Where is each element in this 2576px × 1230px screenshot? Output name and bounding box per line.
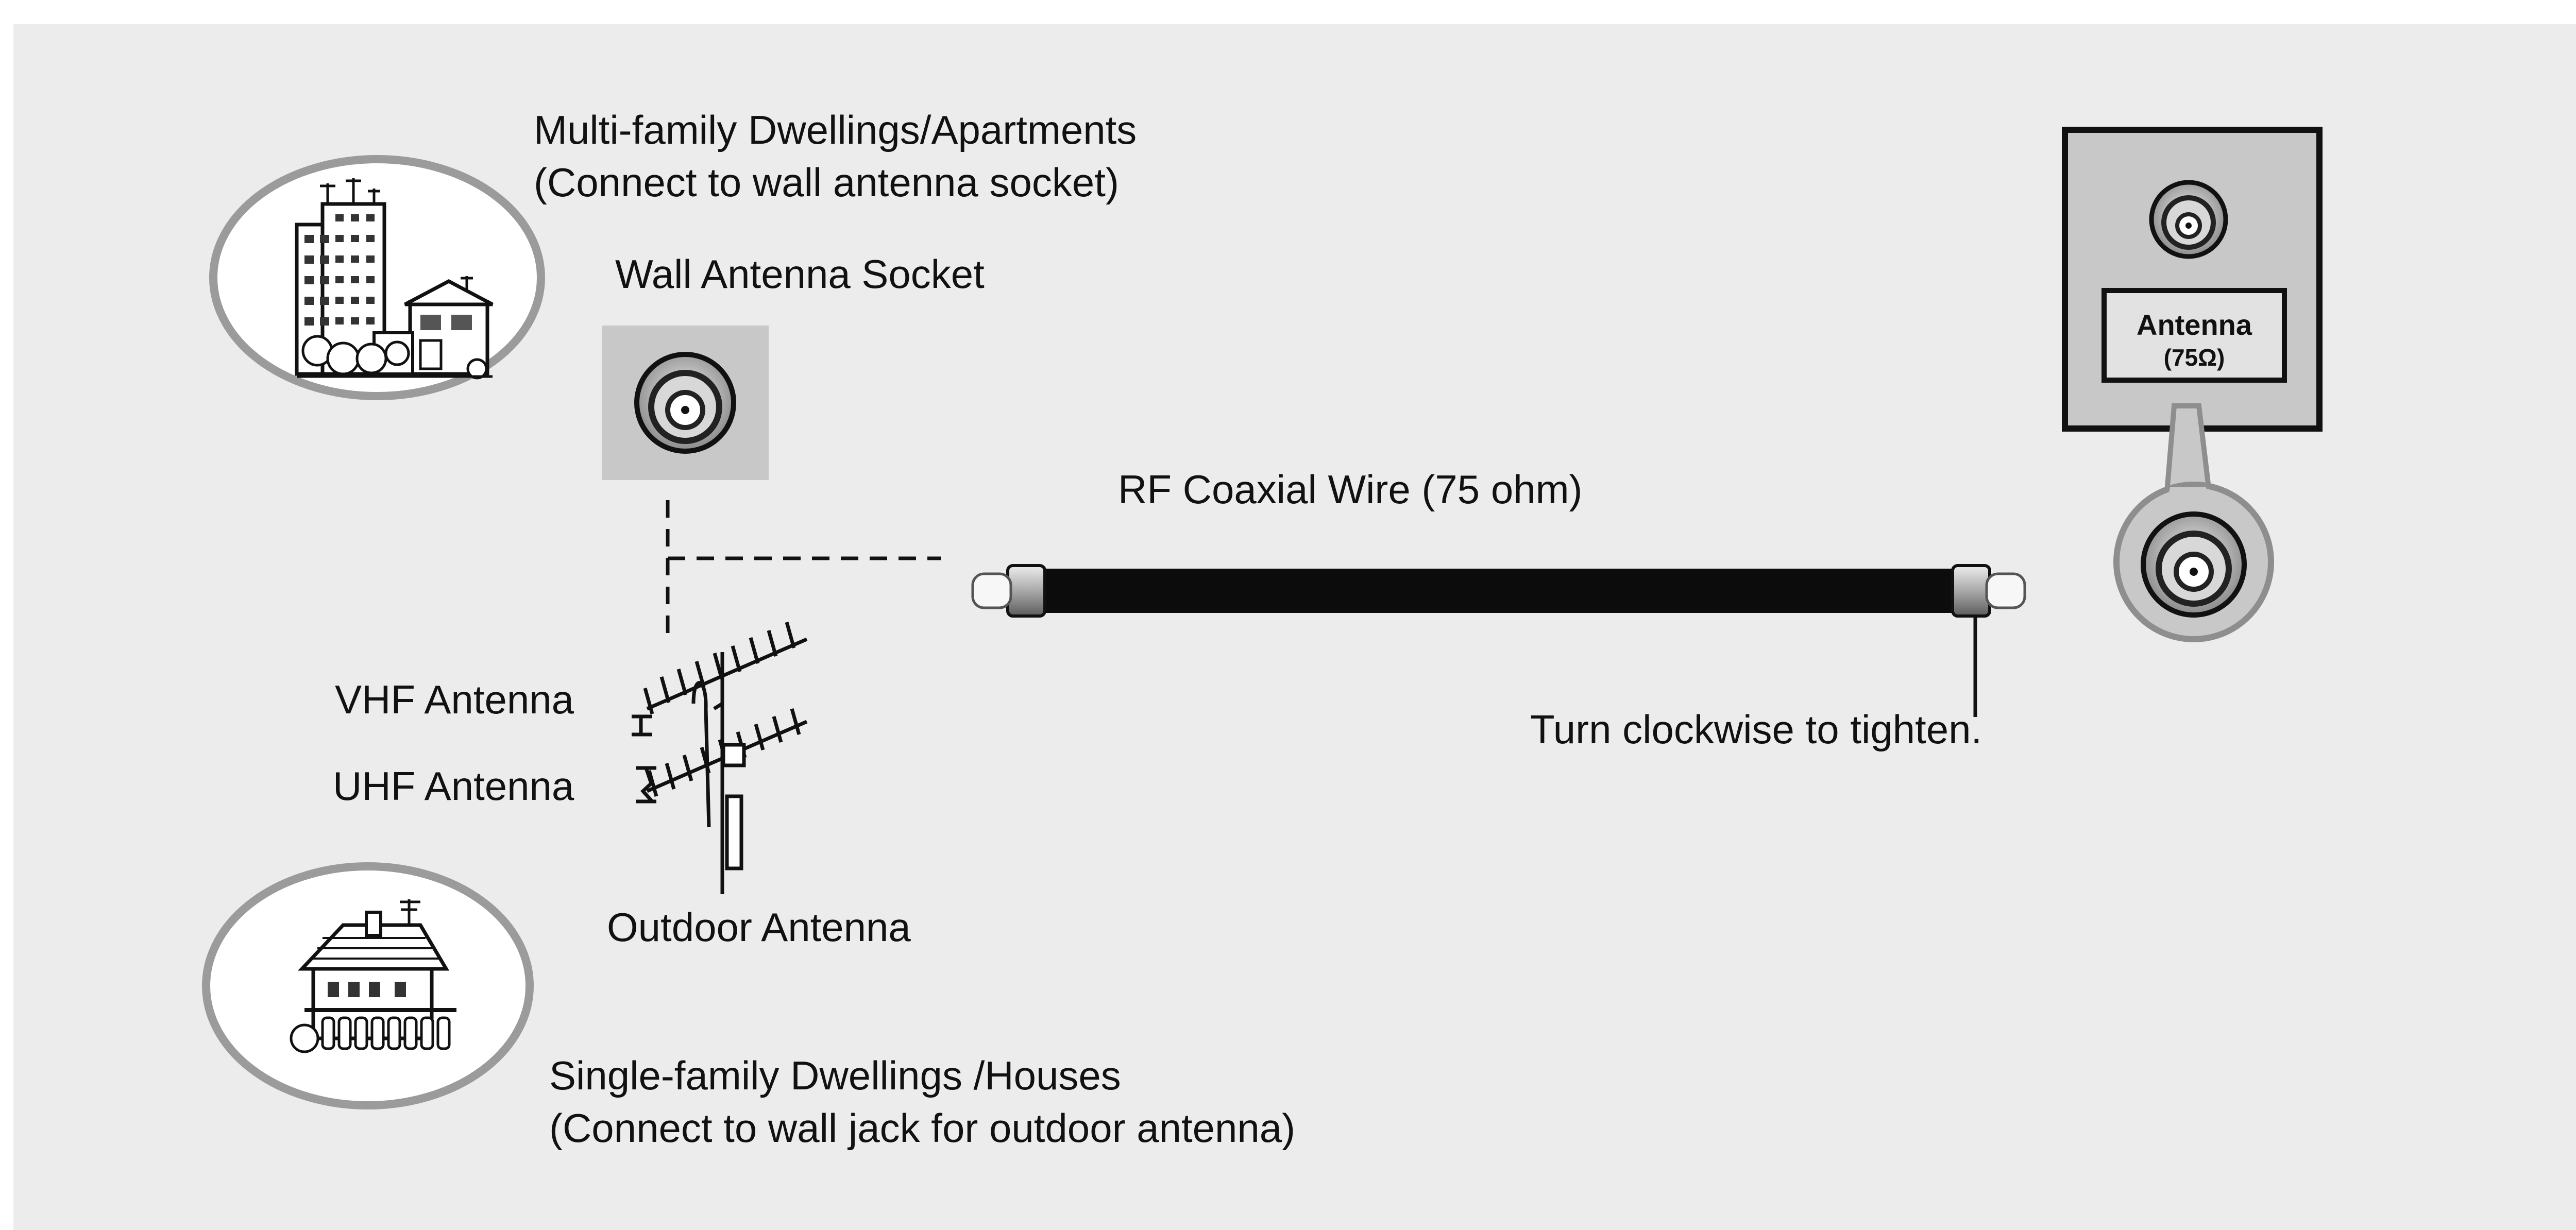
- apartment-building-icon: [209, 155, 545, 400]
- outdoor-antenna-icon: [632, 622, 808, 894]
- outdoor-antenna-label: Outdoor Antenna: [607, 904, 911, 950]
- house-icon: [202, 862, 534, 1109]
- wall-antenna-socket: [602, 326, 769, 480]
- single-family-note: (Connect to wall jack for outdoor antenn…: [549, 1105, 1296, 1151]
- uhf-antenna-label: UHF Antenna: [333, 763, 574, 809]
- multi-family-note: (Connect to wall antenna socket): [534, 160, 1119, 205]
- wall-socket-label: Wall Antenna Socket: [615, 251, 985, 297]
- rf-coaxial-cable: [971, 564, 2026, 717]
- tv-port-sublabel: (75Ω): [2164, 344, 2225, 371]
- rf-wire-label: RF Coaxial Wire (75 ohm): [1118, 467, 1583, 512]
- diagram-art: Antenna (75Ω): [202, 127, 2323, 1109]
- dashed-connection-line: [666, 500, 941, 642]
- tv-antenna-panel: [2062, 127, 2323, 642]
- diagram-background: Antenna (75Ω) Multi-family Dwellings/Apa…: [13, 24, 2576, 1230]
- tv-port-label: Antenna: [2137, 309, 2252, 341]
- multi-family-title: Multi-family Dwellings/Apartments: [534, 107, 1137, 152]
- vhf-antenna-label: VHF Antenna: [335, 677, 574, 722]
- single-family-title: Single-family Dwellings /Houses: [549, 1053, 1121, 1098]
- tighten-instruction: Turn clockwise to tighten.: [1530, 707, 1982, 752]
